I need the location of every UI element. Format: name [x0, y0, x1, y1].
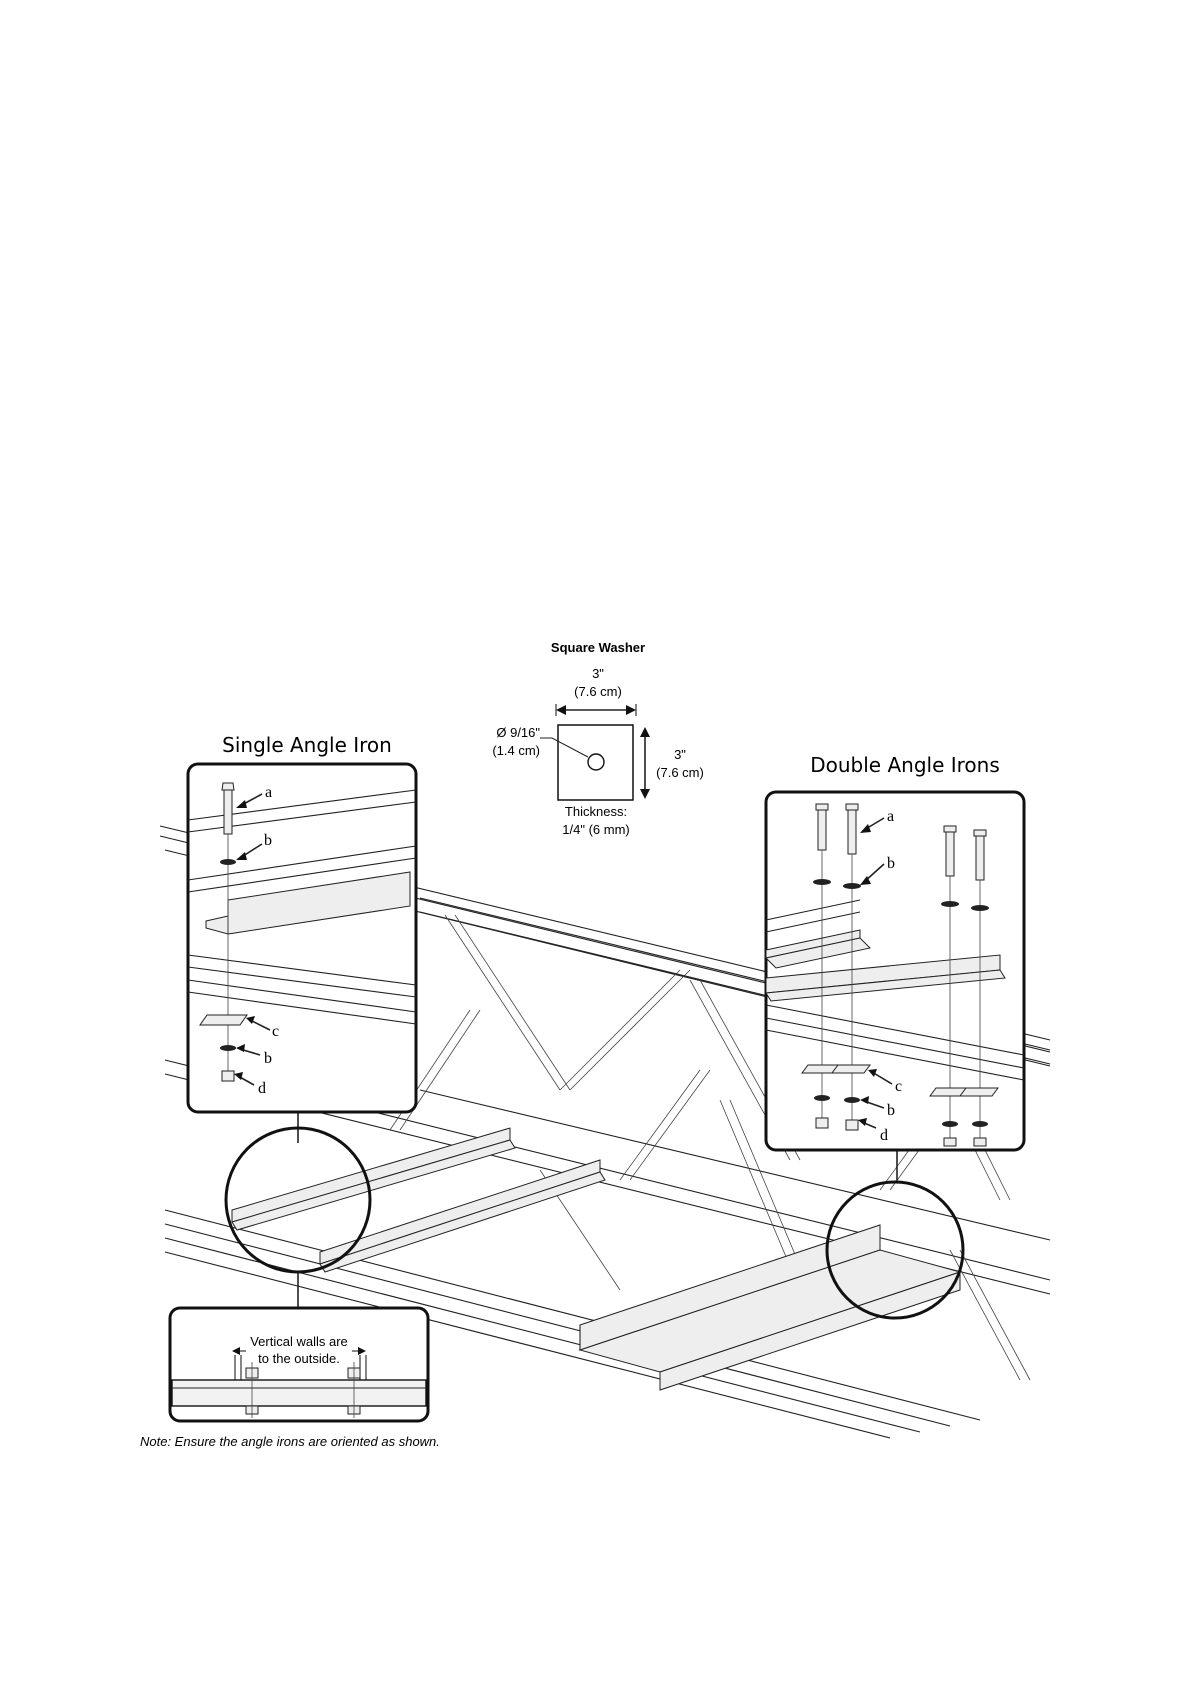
washer-thickness-value: 1/4" (6 mm) — [562, 822, 629, 837]
square-washer-spec: Square Washer 3" (7.6 cm) Ø 9/16" (1.4 c… — [492, 640, 704, 837]
arrowhead-icon — [640, 789, 650, 799]
washer-width-in: 3" — [592, 666, 604, 681]
nut-icon — [846, 1120, 858, 1130]
bolt-head-icon — [974, 830, 986, 836]
washer-hole — [588, 754, 604, 770]
washer-hole-cm: (1.4 cm) — [492, 743, 540, 758]
nut-icon — [222, 1071, 234, 1081]
arrowhead-icon — [626, 705, 636, 715]
double-label-d: d — [880, 1127, 888, 1144]
bolt-head-icon — [222, 783, 234, 790]
washer-height-in: 3" — [674, 747, 686, 762]
double-angle-irons-panel: a b c b d — [766, 792, 1024, 1150]
double-label-b: b — [887, 1102, 895, 1119]
nut-icon — [974, 1138, 986, 1146]
single-label-d: d — [258, 1080, 266, 1097]
bolt-head-icon — [944, 826, 956, 832]
washer-width-cm: (7.6 cm) — [574, 684, 622, 699]
bolt-head-icon — [816, 804, 828, 810]
lock-washer-icon — [220, 1045, 236, 1051]
bolt-shank-icon — [818, 808, 826, 850]
single-angle-iron-title: Single Angle Iron — [222, 733, 392, 757]
washer-title: Square Washer — [551, 640, 645, 655]
double-label-b: b — [887, 855, 895, 872]
nut-icon — [944, 1138, 956, 1146]
arrowhead-icon — [640, 727, 650, 737]
lock-washer-icon — [220, 859, 236, 865]
washer-height-cm: (7.6 cm) — [656, 765, 704, 780]
bolt-shank-icon — [224, 790, 232, 834]
double-angle-irons-title: Double Angle Irons — [810, 753, 1000, 777]
square-washer-icon — [200, 1015, 247, 1025]
single-label-b: b — [264, 1050, 272, 1067]
washer-thickness-label: Thickness: — [565, 804, 627, 819]
double-label-a: a — [887, 808, 894, 825]
single-label-c: c — [272, 1023, 279, 1040]
single-label-b: b — [264, 832, 272, 849]
single-label-a: a — [265, 784, 272, 801]
nut-icon — [816, 1118, 828, 1128]
single-angle-iron-panel: a b c b d — [188, 764, 416, 1112]
bolt-shank-icon — [976, 834, 984, 880]
arrowhead-icon — [556, 705, 566, 715]
bolt-shank-icon — [848, 808, 856, 854]
orientation-line-1: Vertical walls are — [250, 1334, 348, 1349]
orientation-detail-panel: Vertical walls are to the outside. — [170, 1308, 428, 1421]
bolt-head-icon — [846, 804, 858, 810]
washer-hole-in: Ø 9/16" — [496, 725, 540, 740]
orientation-line-2: to the outside. — [258, 1351, 340, 1366]
bolt-shank-icon — [946, 830, 954, 876]
orientation-note: Note: Ensure the angle irons are oriente… — [140, 1434, 440, 1449]
double-label-c: c — [895, 1078, 902, 1095]
